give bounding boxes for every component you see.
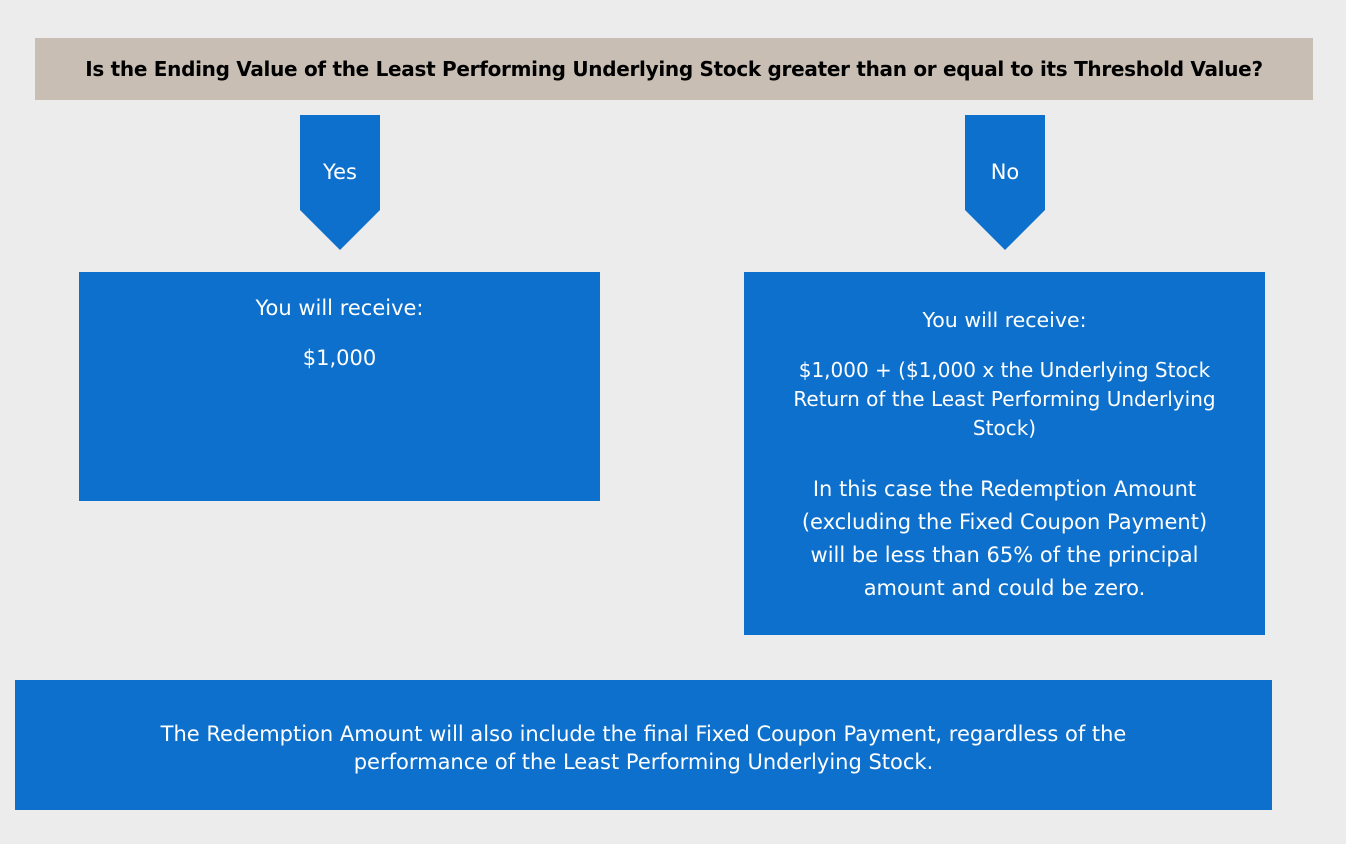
no-arrow: No [965, 115, 1045, 250]
yes-label: Yes [323, 160, 357, 184]
no-outcome-box: You will receive: $1,000 + ($1,000 x the… [744, 272, 1265, 635]
no-outcome-formula: $1,000 + ($1,000 x the Underlying Stock … [793, 358, 1216, 440]
yes-outcome-amount: $1,000 [302, 346, 377, 370]
no-outcome-heading: You will receive: [922, 308, 1087, 332]
question-text: Is the Ending Value of the Least Perform… [85, 57, 1263, 81]
yes-outcome-heading: You will receive: [255, 296, 424, 320]
yes-arrow: Yes [300, 115, 380, 250]
down-arrow-icon [300, 115, 380, 250]
footer-note-text: The Redemption Amount will also include … [160, 722, 1127, 774]
no-label: No [990, 160, 1020, 184]
no-outcome-note: In this case the Redemption Amount (excl… [801, 477, 1208, 600]
yes-outcome-box: You will receive: $1,000 [79, 272, 600, 501]
question-bar: Is the Ending Value of the Least Perform… [35, 38, 1313, 100]
footer-note-box: The Redemption Amount will also include … [15, 680, 1272, 810]
down-arrow-icon [965, 115, 1045, 250]
